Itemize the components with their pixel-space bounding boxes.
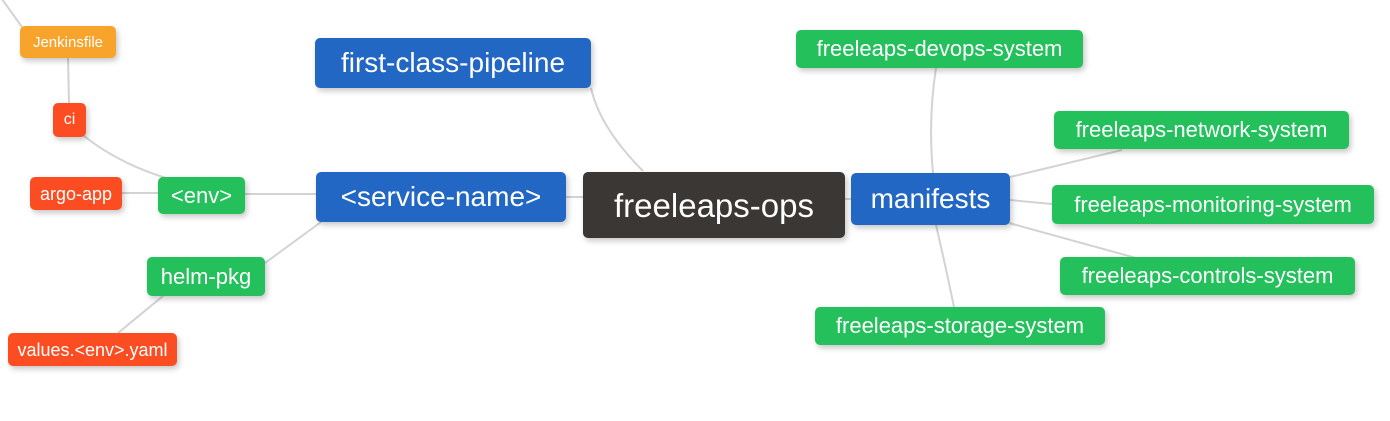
node-freeleaps-devops-system[interactable]: freeleaps-devops-system: [796, 30, 1083, 68]
node-helm-pkg[interactable]: helm-pkg: [147, 257, 265, 296]
edge-helm-pkg-values-env-yaml: [117, 295, 164, 334]
node-label: ci: [63, 111, 76, 128]
node-label: argo-app: [39, 183, 113, 204]
node-label: freeleaps-monitoring-system: [1074, 191, 1352, 217]
edge-manifests-controls-system: [1008, 222, 1137, 259]
node-label: freeleaps-ops: [614, 186, 814, 224]
node-label: values.<env>.yaml: [17, 339, 168, 360]
node-label: Jenkinsfile: [32, 33, 104, 51]
node-freeleaps-ops[interactable]: freeleaps-ops: [583, 172, 845, 238]
node-label: freeleaps-devops-system: [816, 36, 1063, 61]
node-label: <service-name>: [340, 181, 542, 212]
edge-manifests-network-system: [1009, 149, 1123, 178]
node-manifests[interactable]: manifests: [851, 173, 1010, 225]
node-argo-app[interactable]: argo-app: [30, 177, 122, 210]
node-freeleaps-monitoring-system[interactable]: freeleaps-monitoring-system: [1052, 185, 1374, 224]
edge-ci-env: [83, 135, 167, 179]
edge-helm-pkg-service-name: [264, 221, 322, 264]
node-label: <env>: [170, 182, 233, 208]
node-jenkinsfile[interactable]: Jenkinsfile: [20, 26, 116, 58]
edge-jenkinsfile-ci: [67, 57, 70, 104]
node-label: helm-pkg: [160, 263, 252, 289]
node-label: freeleaps-storage-system: [835, 313, 1085, 338]
node-freeleaps-storage-system[interactable]: freeleaps-storage-system: [815, 307, 1105, 345]
node-freeleaps-controls-system[interactable]: freeleaps-controls-system: [1060, 257, 1355, 295]
node-values-env-yaml[interactable]: values.<env>.yaml: [8, 333, 177, 366]
edge-jenkinsfile-offscreen: [1, 0, 23, 28]
node-label: freeleaps-network-system: [1075, 117, 1328, 142]
node-service-name[interactable]: <service-name>: [316, 172, 566, 222]
edge-first-class-pipeline-ops: [590, 87, 644, 172]
node-first-class-pipeline[interactable]: first-class-pipeline: [315, 38, 591, 88]
edge-manifests-storage-system: [935, 224, 955, 308]
edge-manifests-devops-system: [930, 67, 937, 174]
node-label: manifests: [870, 183, 991, 214]
node-ci[interactable]: ci: [53, 103, 86, 137]
node-freeleaps-network-system[interactable]: freeleaps-network-system: [1054, 111, 1349, 149]
node-label: freeleaps-controls-system: [1081, 263, 1334, 288]
node-label: first-class-pipeline: [340, 47, 566, 78]
node-env[interactable]: <env>: [158, 177, 245, 214]
edge-manifests-monitoring-system: [1009, 199, 1053, 205]
